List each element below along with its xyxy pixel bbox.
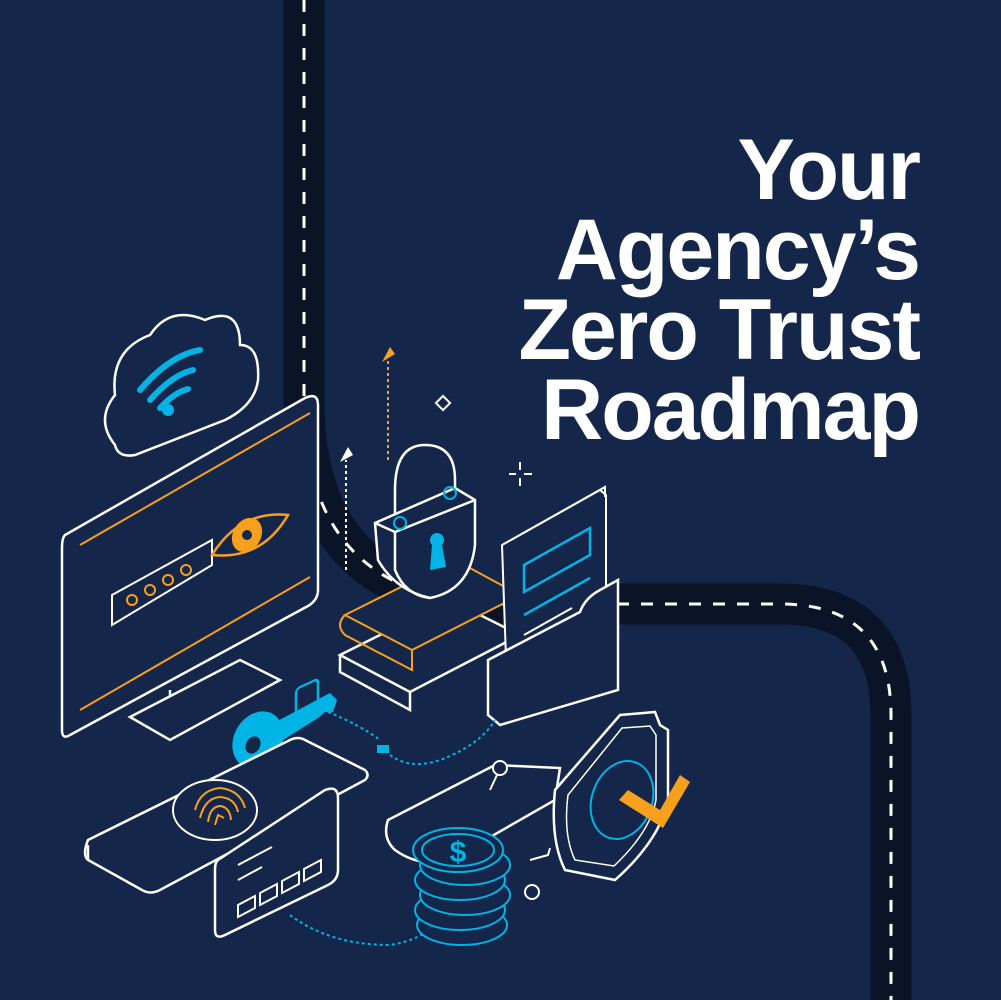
shield-check-icon (552, 710, 690, 882)
orange-up-arrow-icon (382, 347, 395, 460)
title-line-2: Agency’s (555, 201, 921, 298)
coin-stack-dollar-icon: $ (412, 827, 511, 946)
crosshair-sparkle-icon (509, 462, 532, 486)
cloud-wifi-icon (103, 313, 260, 457)
white-up-arrow-icon (340, 447, 353, 570)
poster-title: Your Agency’s Zero Trust Roadmap (399, 121, 921, 458)
title-line-1: Your (737, 121, 921, 218)
monitor-password-eye-icon (60, 394, 320, 742)
folder-document-icon (486, 485, 620, 727)
fingerprint-phone-icon (83, 736, 369, 894)
title-line-4: Roadmap (541, 361, 921, 458)
title-line-3: Zero Trust (518, 281, 921, 378)
diamond-icon (434, 394, 452, 412)
svg-text:$: $ (450, 836, 467, 869)
padlock-icon (373, 443, 477, 600)
